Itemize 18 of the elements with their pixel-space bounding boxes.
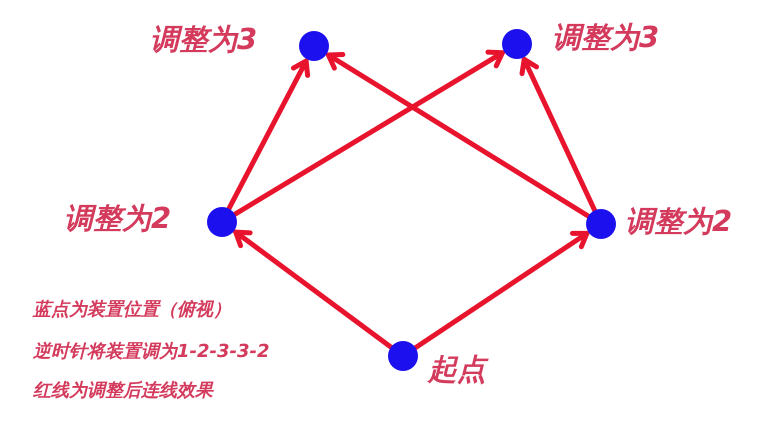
dot-label: 调整为2	[625, 206, 732, 238]
position-dot	[207, 207, 237, 237]
position-dot	[388, 341, 418, 371]
note-text: 蓝点为装置位置（俯视）	[33, 300, 231, 320]
position-dot	[586, 209, 616, 239]
arrow	[226, 58, 310, 212]
note-text: 红线为调整后连线效果	[33, 381, 213, 401]
position-dot	[502, 29, 532, 59]
position-dot	[299, 31, 329, 61]
dot-label: 调整为3	[150, 24, 258, 56]
arrow	[232, 50, 505, 217]
arrow	[413, 230, 590, 350]
arrow	[233, 230, 394, 350]
note-text: 逆时针将装置调为1-2-3-3-2	[33, 342, 270, 362]
dot-label: 调整为3	[552, 22, 660, 54]
arrow	[520, 56, 598, 213]
dot-label: 调整为2	[64, 203, 172, 235]
arrow	[326, 52, 591, 219]
